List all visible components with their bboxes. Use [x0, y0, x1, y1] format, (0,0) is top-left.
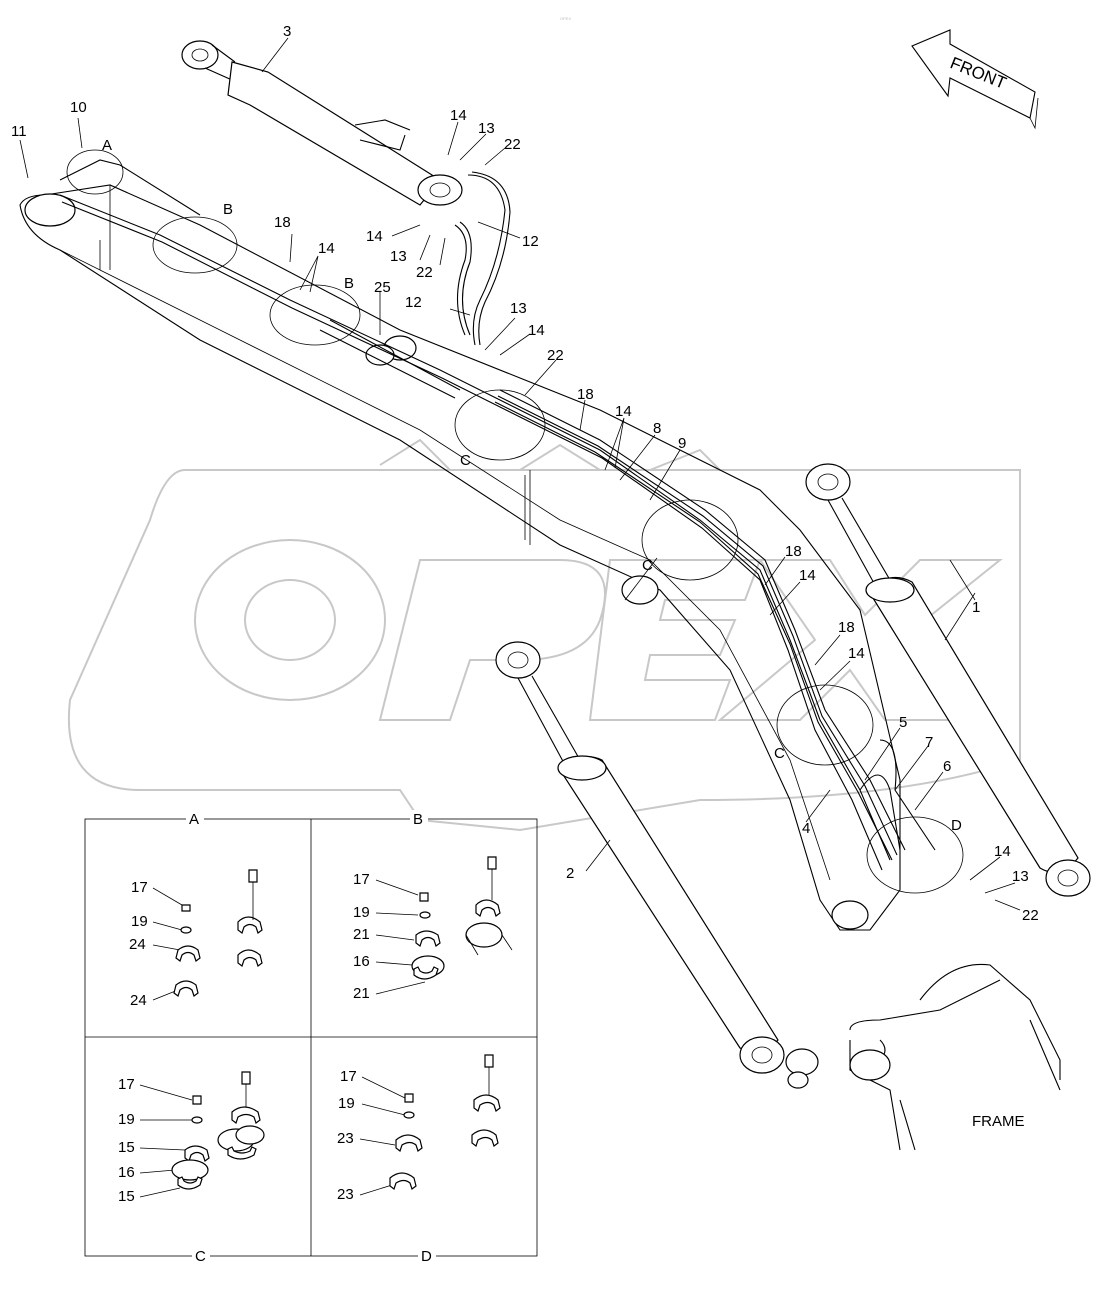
panel-C-label-3: 15: [118, 1139, 135, 1156]
callout-A: A: [102, 137, 112, 154]
panel-D-label-3: 23: [337, 1130, 354, 1147]
callout-14f: 14: [799, 567, 816, 584]
panel-B-label-2: 19: [353, 904, 370, 921]
callout-12b: 12: [405, 294, 422, 311]
zone-circles: [66, 149, 964, 894]
callout-8: 8: [653, 420, 661, 437]
watermark-text: OPEX: [560, 16, 571, 21]
callout-14h: 14: [994, 843, 1011, 860]
callout-4: 4: [802, 820, 810, 837]
panel-D-label-1: 17: [340, 1068, 357, 1085]
callout-22b: 22: [416, 264, 433, 281]
callout-14d: 14: [528, 322, 545, 339]
panel-C-label-1: 17: [118, 1076, 135, 1093]
front-label: FRONT: [948, 53, 1009, 93]
panel-B: 17 19 21 16 21: [353, 856, 513, 1002]
panel-C-title: C: [195, 1248, 206, 1265]
leader-lines: [19, 37, 1021, 911]
panel-A-label-4: 24: [130, 992, 147, 1009]
callout-25: 25: [374, 279, 391, 296]
callout-7: 7: [925, 734, 933, 751]
callout-14b: 14: [366, 228, 383, 245]
callout-1: 1: [972, 599, 980, 616]
boom-cylinder-right: [805, 463, 1091, 897]
callout-11: 11: [11, 123, 27, 140]
callout-10: 10: [70, 99, 87, 116]
panel-A-label-2: 19: [131, 913, 148, 930]
panel-D: 17 19 23 23: [337, 1054, 501, 1203]
callout-5: 5: [899, 714, 907, 731]
boom-body: [19, 184, 901, 931]
callout-14a: 14: [450, 107, 467, 124]
callout-13b: 13: [390, 248, 407, 265]
arm-cylinder: [181, 40, 463, 206]
callout-22d: 22: [1022, 907, 1039, 924]
callout-D: D: [951, 817, 962, 834]
panel-A-label-3: 24: [129, 936, 146, 953]
callout-3: 3: [283, 23, 291, 40]
panel-C-label-4: 16: [118, 1164, 135, 1181]
callout-13d: 13: [1012, 868, 1029, 885]
callout-B1: B: [223, 201, 233, 218]
panel-B-label-3: 21: [353, 926, 370, 943]
callout-C2: C: [642, 557, 653, 574]
panel-B-label-5: 21: [353, 985, 370, 1002]
watermark-logo: OPEX: [67, 16, 1021, 832]
panel-C-label-5: 15: [118, 1188, 135, 1205]
callout-14c: 14: [318, 240, 335, 257]
callout-12a: 12: [522, 233, 539, 250]
callout-2: 2: [566, 865, 574, 882]
boom-cylinder-left: [495, 641, 785, 1074]
panel-D-label-2: 19: [338, 1095, 355, 1112]
callout-C1: C: [460, 452, 471, 469]
callout-labels: 3 10 11 A 14 13 22 12 14 13 22 B 18 14 B…: [11, 23, 1039, 924]
callout-C3: C: [774, 745, 785, 762]
panel-A: 17 19 24 24: [129, 869, 263, 1009]
frame-label: FRAME: [972, 1113, 1025, 1130]
boom-hoses: [59, 159, 936, 871]
callout-14g: 14: [848, 645, 865, 662]
callout-9: 9: [678, 435, 686, 452]
arm-hoses: [454, 171, 511, 346]
callout-18d: 18: [838, 619, 855, 636]
callout-14e: 14: [615, 403, 632, 420]
callout-13c: 13: [510, 300, 527, 317]
callout-22c: 22: [547, 347, 564, 364]
callout-18b: 18: [577, 386, 594, 403]
callout-13a: 13: [478, 120, 495, 137]
panel-D-label-4: 23: [337, 1186, 354, 1203]
callout-B2: B: [344, 275, 354, 292]
panel-C: 17 19 15 16 15: [118, 1071, 265, 1205]
panel-B-title: B: [413, 811, 423, 828]
panel-D-title: D: [421, 1248, 432, 1265]
frame: FRAME: [785, 963, 1061, 1151]
detail-panels: A B C D 17 19 24 24 17 19 21 16 21: [84, 810, 538, 1265]
panel-B-label-4: 16: [353, 953, 370, 970]
callout-18c: 18: [785, 543, 802, 560]
panel-B-label-1: 17: [353, 871, 370, 888]
callout-18a: 18: [274, 214, 291, 231]
panel-C-label-2: 19: [118, 1111, 135, 1128]
callout-6: 6: [943, 758, 951, 775]
panel-A-label-1: 17: [131, 879, 148, 896]
callout-22a: 22: [504, 136, 521, 153]
panel-A-title: A: [189, 811, 199, 828]
front-arrow-icon: FRONT: [911, 29, 1039, 130]
